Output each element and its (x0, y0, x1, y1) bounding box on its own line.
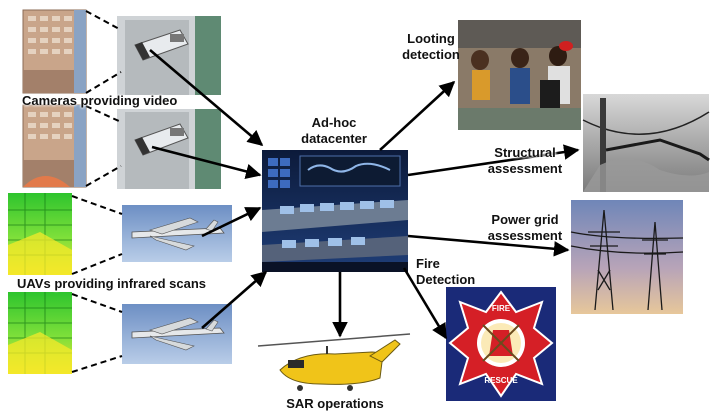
emblem-bottom-text: RESCUE (484, 376, 518, 385)
arrow-datacenter-to-looting (379, 80, 456, 151)
uav-photo-bottom (122, 304, 232, 364)
label-looting-line2: detection (402, 47, 460, 62)
arrow-uav-top-to-datacenter (201, 206, 262, 238)
label-fire-line2: Detection (416, 272, 476, 287)
sar-helicopter (257, 333, 411, 391)
uav-photo-top (122, 205, 232, 262)
arrows (149, 49, 580, 340)
label-datacenter-line1: Ad-hoc (311, 115, 357, 130)
arrow-camera-bottom-to-datacenter (151, 145, 262, 180)
label-datacenter-line2: datacenter (301, 131, 367, 146)
label-power-grid-line2: assessment (487, 228, 563, 243)
datacenter-photo (262, 150, 408, 272)
label-fire: Fire Detection (416, 256, 475, 288)
security-camera-photo-top (117, 16, 221, 95)
label-looting-line1: Looting (407, 31, 455, 46)
label-uavs: UAVs providing infrared scans (17, 276, 207, 291)
arrow-camera-top-to-datacenter (149, 49, 264, 147)
label-structural: Structural assessment (480, 145, 570, 177)
dashed-connectors (71, 10, 123, 373)
arrow-uav-bottom-to-datacenter (201, 270, 268, 329)
label-structural-line2: assessment (487, 161, 563, 176)
label-power-grid: Power grid assessment (480, 212, 570, 244)
bridge-collapse-photo (582, 94, 710, 192)
label-datacenter: Ad-hoc datacenter (284, 115, 384, 147)
building-photo-top (22, 9, 87, 94)
thermal-building-photo-bottom (8, 292, 72, 374)
security-camera-photo-bottom (117, 109, 221, 189)
thermal-building-photo-top (8, 193, 72, 275)
emblem-top-text: FIRE (492, 304, 511, 313)
label-looting: Looting detection (396, 31, 466, 63)
label-fire-line1: Fire (416, 256, 440, 271)
looting-photo (458, 20, 581, 130)
label-structural-line1: Structural (494, 145, 556, 160)
arrow-datacenter-to-powergrid (407, 234, 570, 257)
power-grid-photo (570, 200, 684, 314)
arrow-datacenter-to-structural (407, 144, 580, 177)
arrow-datacenter-to-fire (402, 267, 448, 340)
label-power-grid-line1: Power grid (491, 212, 559, 227)
label-sar: SAR operations (286, 396, 384, 411)
fire-rescue-emblem: FIRE RESCUE (446, 287, 556, 401)
label-cameras: Cameras providing video (22, 93, 178, 108)
building-photo-bottom (22, 104, 87, 188)
